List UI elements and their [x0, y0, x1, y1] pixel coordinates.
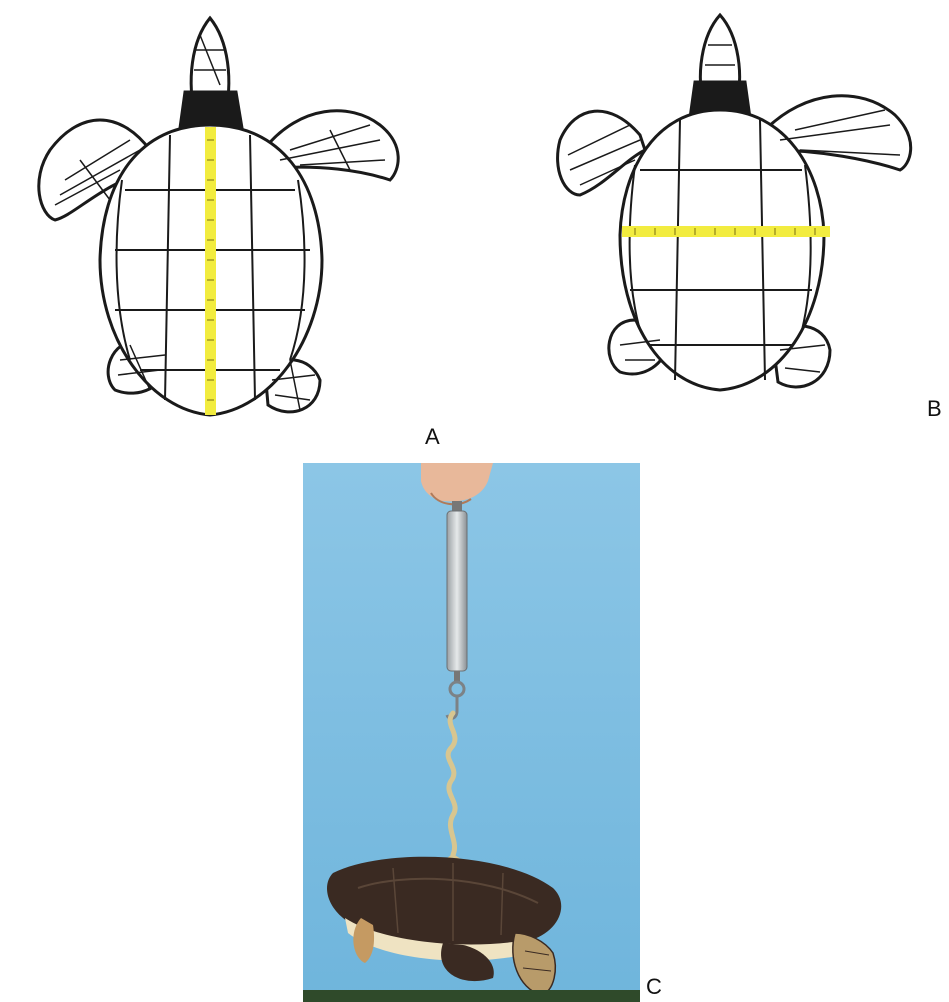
spring-scale-icon: [447, 501, 467, 683]
turtle-drawing-a-icon: [0, 0, 430, 425]
panel-c-weighing-photo: [303, 463, 640, 1002]
turtle-drawing-b-icon: [540, 0, 930, 410]
panel-label-b: B: [927, 398, 942, 420]
measure-tape-vertical: [205, 127, 216, 415]
measure-tape-horizontal: [622, 226, 830, 237]
turtle-weighing-photo-icon: [303, 463, 640, 1002]
panel-b-turtle-drawing: [540, 0, 930, 410]
panel-label-a: A: [425, 426, 440, 448]
panel-a-turtle-drawing: [0, 0, 430, 425]
panel-label-c: C: [646, 976, 662, 998]
turtle-neck: [180, 92, 242, 128]
